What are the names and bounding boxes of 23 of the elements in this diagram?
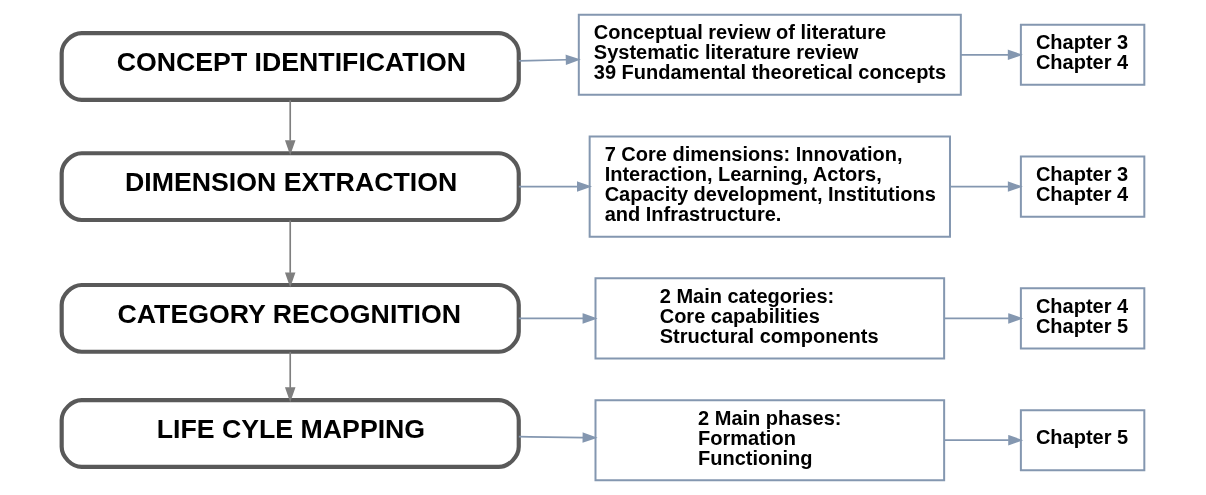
node-box: LIFE CYLE MAPPING	[59, 398, 521, 469]
node-box: DIMENSION EXTRACTION	[59, 151, 521, 223]
node-box: Chapter 3 Chapter 4	[1019, 155, 1146, 218]
arrow	[284, 351, 296, 403]
arrow	[518, 313, 598, 324]
node-box: CONCEPT IDENTIFICATION	[59, 31, 521, 102]
node-box: 2 Main phases: Formation Functioning	[594, 399, 946, 482]
arrow	[284, 99, 296, 156]
node-box: 2 Main categories: Core capabilities Structural components	[594, 277, 946, 360]
node-box: Chapter 5	[1019, 409, 1146, 472]
arrow	[949, 181, 1023, 192]
arrow	[943, 434, 1024, 446]
arrow	[943, 313, 1024, 324]
node-box: Chapter 3 Chapter 4	[1019, 23, 1146, 86]
arrow	[518, 432, 598, 443]
arrow	[518, 181, 593, 192]
node-box: Chapter 4 Chapter 5	[1019, 287, 1146, 350]
node-box: 7 Core dimensions: Innovation, Interaction, Learning, Actors, Capacity development, Institutions and Infrastructure.	[588, 135, 951, 238]
arrow	[518, 54, 581, 66]
arrow	[960, 49, 1023, 61]
node-box: CATEGORY RECOGNITION	[59, 282, 521, 354]
arrow	[284, 219, 296, 288]
node-box: Conceptual review of literature Systematic literature review 39 Fundamental theoretical concepts	[577, 13, 962, 96]
